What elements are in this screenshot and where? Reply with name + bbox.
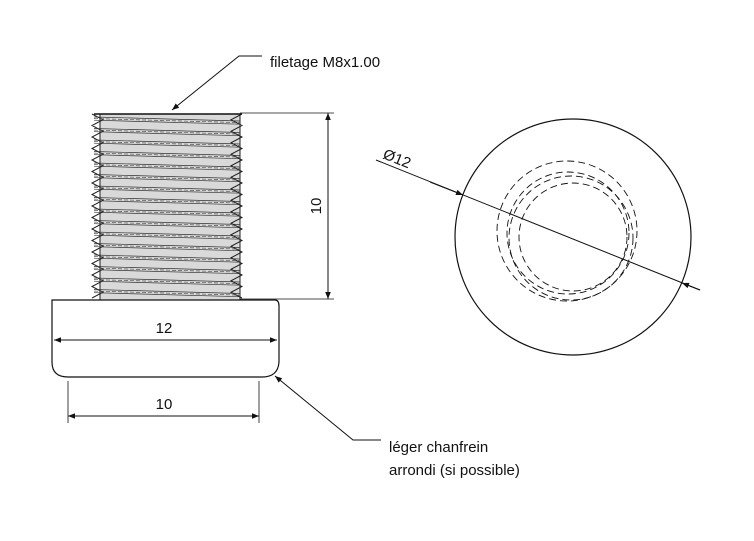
thread-crest-line <box>93 231 241 237</box>
side-view: 12 10 10 filetage M8x1.00 léger chanfrei… <box>51 54 520 479</box>
thread-crest-line <box>93 151 241 156</box>
thread-leader-line <box>171 55 262 111</box>
thread-crest-line <box>93 175 241 181</box>
hidden-circle-4 <box>508 175 634 301</box>
thread-crest-line <box>93 198 241 204</box>
thread-note: filetage M8x1.00 <box>270 54 380 71</box>
chamfer-leader-line <box>274 375 381 441</box>
thread-crest-line <box>93 185 241 191</box>
thread-crest-line <box>93 141 241 146</box>
thread-crest-line <box>93 162 241 168</box>
head-width-label: 12 <box>156 320 173 337</box>
thread-crest-line <box>93 128 241 133</box>
thread-crest-line <box>93 164 241 169</box>
thread-crest-line <box>93 210 241 215</box>
thread-crest-line <box>93 177 241 183</box>
thread-crest-line <box>93 234 241 240</box>
length-label: 10 <box>308 198 325 215</box>
thread-crest-line <box>93 165 241 171</box>
thread-profile-right <box>229 113 244 299</box>
thread-crest-line <box>93 267 241 273</box>
thread-crest-line <box>93 292 241 298</box>
head-body <box>51 299 280 378</box>
chamfer-note-line1: léger chanfrein <box>389 439 488 456</box>
thread-crest-line <box>93 200 241 206</box>
diameter-arrow-in <box>429 181 464 196</box>
thread-crest-line <box>93 188 241 194</box>
hidden-circle-3 <box>518 182 628 292</box>
outer-circle <box>454 118 692 356</box>
thread-crest-line <box>93 223 241 229</box>
thread-crest-line <box>93 154 241 160</box>
thread-crest-line <box>93 129 241 135</box>
thread-crest-line <box>93 280 241 286</box>
diameter-dimension-line <box>375 159 701 291</box>
thread-profile-left <box>90 113 105 299</box>
thread-crest-line <box>93 211 241 217</box>
thread-crest-line <box>93 139 241 145</box>
thread-crest-line <box>93 246 241 252</box>
diameter-arrow-out <box>681 282 701 291</box>
thread-crest-line <box>93 290 241 296</box>
thread-crest-line <box>93 256 241 261</box>
thread-crest-line <box>93 142 241 148</box>
thread-crest-line <box>93 118 241 123</box>
thread-crest-line <box>93 131 241 137</box>
thread-crest-line <box>93 221 241 227</box>
thread-crest-line <box>93 244 241 250</box>
hidden-circle-1 <box>496 160 638 302</box>
thread-crest-line <box>93 197 241 202</box>
thread-crest-line <box>93 233 241 238</box>
thread-crest-line <box>93 243 241 248</box>
thread-crest-line <box>93 279 241 284</box>
thread-crest-line <box>93 119 241 125</box>
thread-crest-line <box>93 174 241 179</box>
thread-crest-line <box>93 187 241 192</box>
thread-crest-line <box>93 208 241 214</box>
threaded-shank <box>90 113 244 301</box>
thread-crest-line <box>93 152 241 158</box>
end-view: Ø12 <box>375 118 701 356</box>
thread-crest-line <box>93 257 241 263</box>
hidden-circle-2 <box>506 171 630 295</box>
bottom-width-label: 10 <box>156 396 173 413</box>
thread-crest-line <box>93 289 241 294</box>
chamfer-note-line2: arrondi (si possible) <box>389 462 520 479</box>
thread-crest-line <box>93 277 241 283</box>
thread-crest-line <box>93 220 241 225</box>
thread-crest-line <box>93 269 241 275</box>
thread-crest-line <box>93 116 241 122</box>
thread-crest-line <box>93 266 241 271</box>
thread-crest-line <box>93 254 241 260</box>
